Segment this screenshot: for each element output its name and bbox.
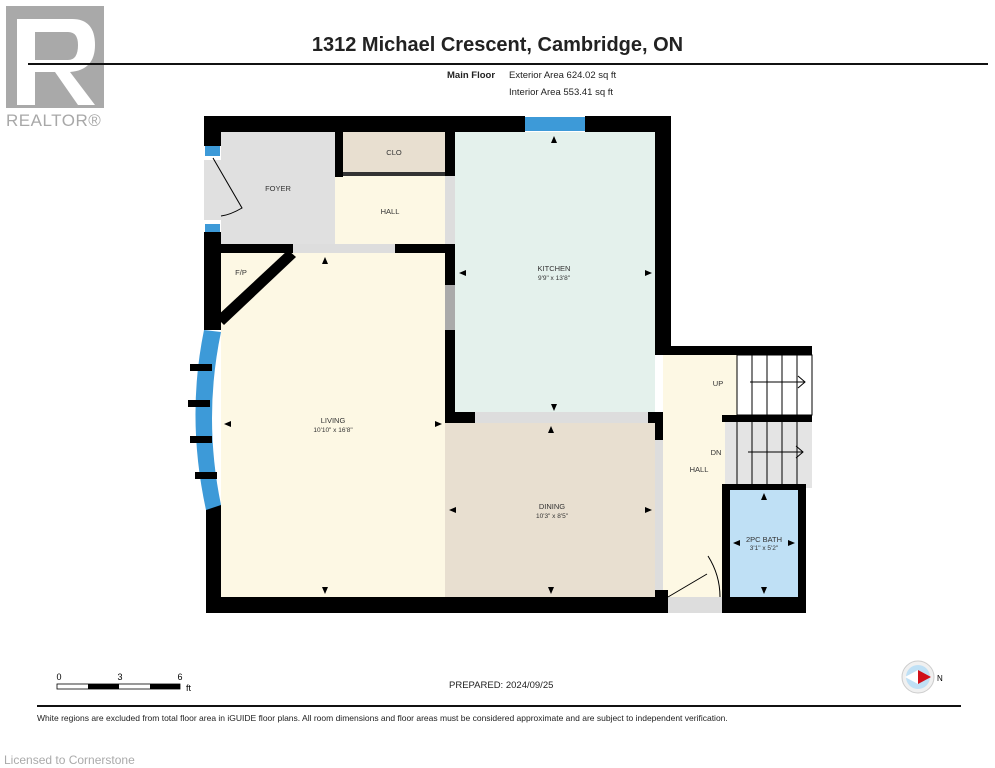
svg-text:N: N xyxy=(937,674,943,683)
room-living xyxy=(221,253,445,597)
windows xyxy=(195,117,585,510)
label-hall-top: HALL xyxy=(381,207,400,216)
bath-dims: 3'1" x 5'2" xyxy=(750,545,779,552)
room-bath xyxy=(730,490,798,597)
label-foyer: FOYER xyxy=(265,184,291,193)
living-dims: 10'10" x 16'8" xyxy=(313,427,353,434)
room-clo xyxy=(343,132,445,176)
dimension-arrows xyxy=(224,136,795,594)
interior-area: Interior Area 553.41 sq ft xyxy=(509,87,614,98)
disclaimer: White regions are excluded from total fl… xyxy=(37,713,728,723)
label-fp: F/P xyxy=(235,268,247,277)
prepared-date: PREPARED: 2024/09/25 xyxy=(449,680,554,691)
label-kitchen: KITCHEN xyxy=(538,264,571,273)
divider xyxy=(37,705,961,707)
divider xyxy=(28,63,988,65)
label-dining: DINING xyxy=(539,502,565,511)
compass-icon: N xyxy=(901,660,943,694)
scale-bar: 0 3 6 ft xyxy=(56,672,191,693)
label-hall-right: HALL xyxy=(690,465,709,474)
realtor-logo-text: REALTOR® xyxy=(6,111,102,130)
svg-text:3: 3 xyxy=(117,672,122,682)
page-title: 1312 Michael Crescent, Cambridge, ON xyxy=(311,34,684,56)
room-hall-top xyxy=(335,176,445,244)
label-bath: 2PC BATH xyxy=(746,535,782,544)
label-stairs-dn: DN xyxy=(711,448,722,457)
label-clo: CLO xyxy=(386,148,402,157)
room-foyer xyxy=(221,132,335,245)
license-watermark: Licensed to Cornerstone xyxy=(4,753,135,767)
room-kitchen xyxy=(455,132,655,415)
dining-dims: 10'3" x 8'5" xyxy=(536,513,569,520)
room-dining xyxy=(445,423,655,597)
label-living: LIVING xyxy=(321,416,346,425)
walls xyxy=(204,116,812,613)
label-stairs-up: UP xyxy=(713,379,723,388)
svg-text:0: 0 xyxy=(56,672,61,682)
realtor-logo xyxy=(6,6,104,108)
floor-label: Main Floor xyxy=(447,70,496,81)
stair-treads xyxy=(736,354,813,484)
svg-text:6: 6 xyxy=(177,672,182,682)
kitchen-dims: 9'9" x 13'8" xyxy=(538,275,571,282)
exterior-area: Exterior Area 624.02 sq ft xyxy=(509,70,617,81)
svg-text:ft: ft xyxy=(186,683,192,693)
